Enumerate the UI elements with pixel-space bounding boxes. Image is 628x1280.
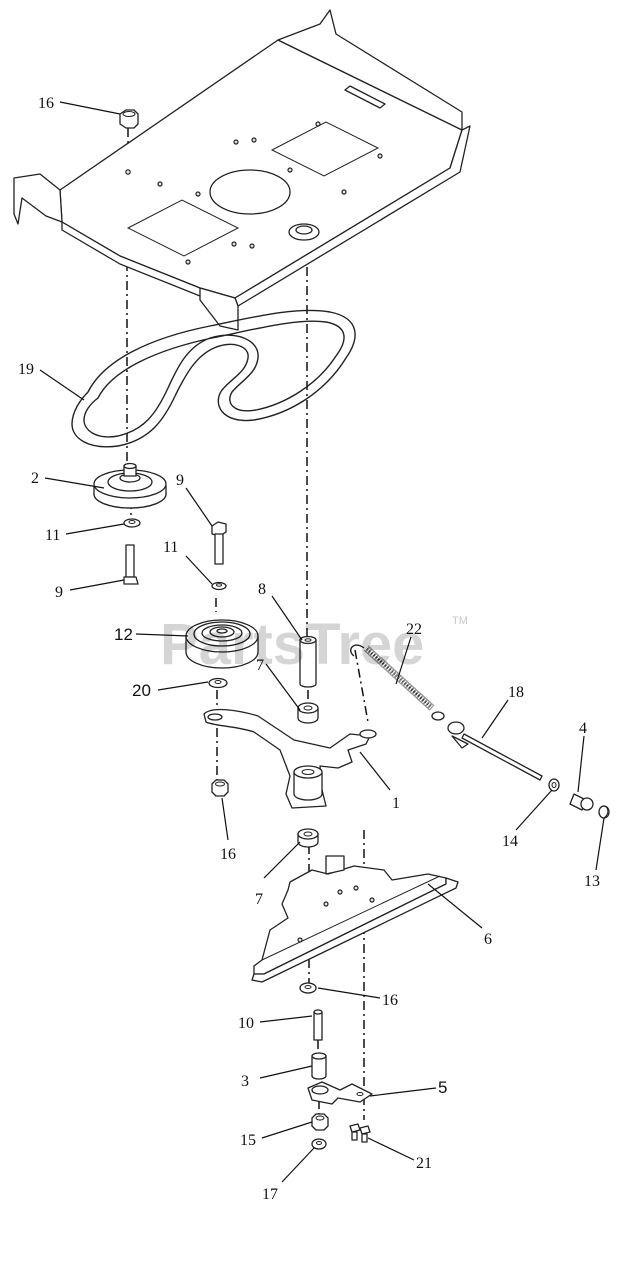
idler-arm-1 bbox=[203, 708, 377, 809]
leader-lines bbox=[39, 101, 605, 1183]
callout-8: 8 bbox=[258, 581, 266, 598]
callout-3: 3 bbox=[241, 1073, 249, 1090]
nut-16-lower bbox=[299, 982, 317, 994]
washer-17 bbox=[311, 1138, 327, 1150]
pin-10 bbox=[313, 1009, 323, 1041]
bushing-7-upper bbox=[297, 702, 319, 724]
callout-9: 9 bbox=[55, 584, 63, 601]
washer-14 bbox=[548, 778, 560, 792]
rod-18 bbox=[447, 721, 543, 781]
callout-14: 14 bbox=[502, 833, 518, 850]
watermark: PartsTree TM bbox=[160, 612, 468, 677]
callout-2: 2 bbox=[31, 470, 39, 487]
nut-15 bbox=[311, 1113, 329, 1131]
callout-9: 9 bbox=[176, 472, 184, 489]
callout-1: 1 bbox=[392, 795, 400, 812]
clip-13 bbox=[598, 805, 610, 819]
nut-16-top bbox=[119, 109, 139, 129]
spacer-8 bbox=[299, 635, 317, 688]
callout-13: 13 bbox=[584, 873, 600, 890]
sleeve-4 bbox=[569, 793, 594, 811]
callout-21: 21 bbox=[416, 1155, 432, 1172]
callout-20: 20 bbox=[132, 681, 151, 700]
callout-4: 4 bbox=[579, 720, 587, 737]
callout-15: 15 bbox=[240, 1132, 256, 1149]
callout-7: 7 bbox=[255, 891, 263, 908]
bracket-5 bbox=[307, 1081, 373, 1105]
bolt-9-left bbox=[123, 544, 139, 585]
deck-holes bbox=[125, 121, 383, 265]
callout-18: 18 bbox=[508, 684, 524, 701]
nut-16-center bbox=[211, 779, 229, 797]
bracket-plate-6 bbox=[251, 855, 459, 983]
idler-pulley-2 bbox=[93, 462, 167, 509]
callout-12: 12 bbox=[114, 625, 133, 644]
callout-labels: 16 19 2 9 11 11 9 8 22 12 7 18 20 4 1 14… bbox=[18, 95, 600, 1203]
bolt-9-center bbox=[211, 521, 227, 565]
spacer-3 bbox=[311, 1052, 327, 1080]
callout-16: 16 bbox=[220, 846, 236, 863]
washer-20 bbox=[208, 677, 228, 689]
washer-11-left bbox=[123, 518, 141, 528]
callout-17: 17 bbox=[262, 1186, 278, 1203]
callout-10: 10 bbox=[238, 1015, 254, 1032]
watermark-trademark: TM bbox=[452, 615, 468, 627]
callout-6: 6 bbox=[484, 931, 492, 948]
watermark-text: PartsTree bbox=[160, 612, 424, 677]
assembly-axis-lines bbox=[126, 128, 369, 1120]
screws-21 bbox=[349, 1123, 371, 1143]
callout-7: 7 bbox=[256, 657, 264, 674]
callout-16: 16 bbox=[382, 992, 398, 1009]
callout-11: 11 bbox=[45, 527, 60, 544]
callout-11: 11 bbox=[163, 539, 178, 556]
deck-plate bbox=[13, 9, 471, 331]
callout-19: 19 bbox=[18, 361, 34, 378]
drive-belt-19 bbox=[71, 309, 356, 448]
callout-16: 16 bbox=[38, 95, 54, 112]
spring-22 bbox=[350, 644, 445, 721]
bushing-7-lower bbox=[297, 828, 319, 848]
callout-22: 22 bbox=[406, 621, 422, 638]
callout-5: 5 bbox=[438, 1078, 447, 1097]
washer-11-center bbox=[211, 581, 227, 591]
